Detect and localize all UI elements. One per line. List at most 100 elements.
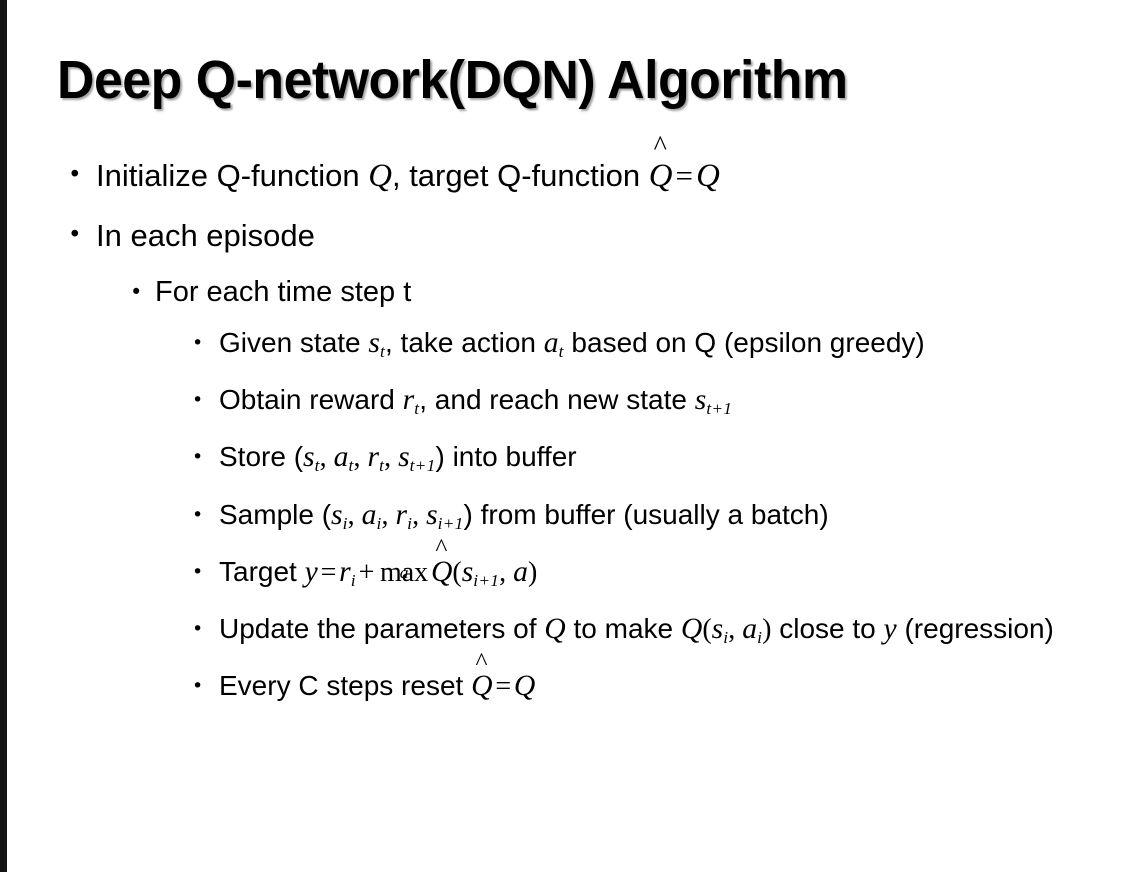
text-fragment: Store ( — [219, 441, 304, 473]
math-sub-s1: i — [342, 513, 348, 533]
bullet-dot-icon: • — [192, 675, 204, 698]
math-paren-open: ( — [452, 556, 462, 588]
bullet-initialize-text: Initialize Q-function Q, target Q-functi… — [96, 132, 1124, 206]
text-fragment: Given state — [219, 327, 369, 358]
bullet-each-episode-text: In each episode — [96, 218, 315, 253]
math-var-qhat-base: Q — [648, 158, 673, 194]
math-plus: + — [358, 556, 375, 588]
bullet-reset-target-network: • Every C steps reset ^Q=Q — [0, 649, 1124, 711]
math-sub-s2: i+1 — [437, 513, 464, 533]
math-var-r: r — [395, 498, 408, 531]
bullet-dot-icon: • — [192, 503, 204, 526]
math-var-s1: s — [303, 441, 315, 474]
bullet-given-state-text: Given state st, take action at based on … — [219, 319, 1124, 376]
math-paren-close: ) — [527, 556, 538, 588]
bullet-each-episode: • In each episode — [0, 206, 1124, 265]
slide-title: Deep Q-network(DQN) Algorithm — [57, 50, 848, 110]
math-var-qhat-base: Q — [471, 670, 493, 703]
bullet-dot-icon: • — [192, 332, 204, 354]
text-fragment: to make — [565, 613, 681, 645]
text-fragment: , target Q-function — [391, 158, 649, 193]
math-sub-r: t — [414, 399, 420, 419]
math-var-s2: s — [426, 498, 438, 531]
text-fragment: ) into buffer — [435, 441, 577, 473]
bullet-dot-icon: • — [192, 389, 204, 412]
text-fragment: Update the parameters of — [219, 613, 545, 645]
text-fragment: (regression) — [896, 613, 1054, 645]
bullet-store-buffer-text: Store (st, at, rt, st+1) into buffer — [219, 433, 1124, 490]
math-sub-r: i — [350, 571, 356, 591]
math-comma: , — [384, 442, 399, 474]
math-comma: , — [381, 499, 396, 531]
bullet-each-time-step: • For each time step t — [0, 265, 1124, 319]
math-sub-a: t — [348, 456, 354, 476]
math-comma: , — [347, 499, 362, 531]
math-var-s2: s — [398, 441, 410, 474]
math-sub-a: i — [757, 628, 763, 648]
math-sub-s: t — [379, 342, 385, 362]
math-var-r: r — [339, 555, 351, 588]
bullet-sample-buffer-text: Sample (si, ai, ri, si+1) from buffer (u… — [219, 491, 1124, 548]
bullet-dot-icon: • — [130, 280, 143, 304]
math-paren-open: ( — [702, 614, 712, 646]
math-comma: , — [353, 442, 368, 474]
bullet-obtain-reward-text: Obtain reward rt, and reach new state st… — [219, 376, 1124, 433]
bullet-sample-buffer: • Sample (si, ai, ri, si+1) from buffer … — [0, 491, 1124, 548]
math-sub-s2: t+1 — [409, 456, 436, 476]
math-var-q2: Q — [696, 158, 720, 194]
bullet-dot-icon: • — [68, 162, 82, 188]
bullet-given-state: • Given state st, take action at based o… — [0, 319, 1124, 376]
math-var-r: r — [402, 384, 415, 417]
math-var-q: Q — [544, 613, 566, 646]
math-var-r: r — [367, 441, 380, 474]
math-sub-r: i — [407, 513, 413, 533]
text-fragment: ) from buffer (usually a batch) — [463, 498, 829, 530]
math-var-q2: Q — [680, 613, 703, 646]
text-fragment: Initialize Q-function — [96, 158, 369, 193]
math-equals: = — [495, 671, 512, 703]
math-var-y: y — [304, 555, 318, 588]
bullet-update-parameters-text: Update the parameters of Q to make Q(si,… — [219, 605, 1124, 662]
text-fragment: Target — [219, 555, 305, 587]
math-comma: , — [728, 614, 743, 646]
math-var-s1: s — [331, 498, 343, 531]
hat-accent-icon: ^ — [435, 533, 448, 563]
math-var-q: Q — [513, 670, 536, 703]
bullet-reset-target-network-text: Every C steps reset ^Q=Q — [219, 649, 1124, 711]
math-q-hat: ^Q — [430, 535, 453, 596]
math-comma: , — [319, 442, 334, 474]
bullet-store-buffer: • Store (st, at, rt, st+1) into buffer — [0, 433, 1124, 490]
math-equals: = — [675, 158, 694, 193]
text-fragment: close to — [771, 613, 884, 645]
bullet-dot-icon: • — [192, 446, 204, 469]
hat-accent-icon: ^ — [475, 647, 488, 677]
text-fragment: Sample ( — [219, 498, 332, 530]
math-paren-close: ) — [762, 614, 772, 646]
hat-accent-icon: ^ — [653, 130, 667, 162]
math-var-a: a — [333, 441, 349, 474]
math-equals: = — [320, 556, 337, 588]
math-var-a: a — [543, 327, 559, 359]
math-q-hat: ^Q — [648, 132, 673, 206]
math-q-hat: ^Q — [471, 649, 493, 710]
text-fragment: , and reach new state — [419, 384, 695, 416]
math-sub-r: t — [379, 456, 385, 476]
math-var-qhat-base: Q — [430, 555, 453, 588]
math-sub-a: i — [376, 513, 382, 533]
text-fragment: Every C steps reset — [219, 670, 472, 702]
math-var-y: y — [883, 613, 897, 646]
math-sub-s1: t — [314, 456, 320, 476]
math-var-a: a — [361, 498, 377, 531]
bullet-initialize: • Initialize Q-function Q, target Q-func… — [0, 132, 1124, 206]
math-var-s: s — [711, 613, 724, 646]
math-var-a: a — [513, 555, 528, 588]
left-edge-accent-bar — [0, 0, 7, 872]
math-sub-s: t+1 — [706, 399, 733, 419]
math-var-s: s — [694, 384, 707, 417]
bullet-dot-icon: • — [192, 618, 204, 641]
math-max-underset-var: a — [399, 562, 409, 582]
